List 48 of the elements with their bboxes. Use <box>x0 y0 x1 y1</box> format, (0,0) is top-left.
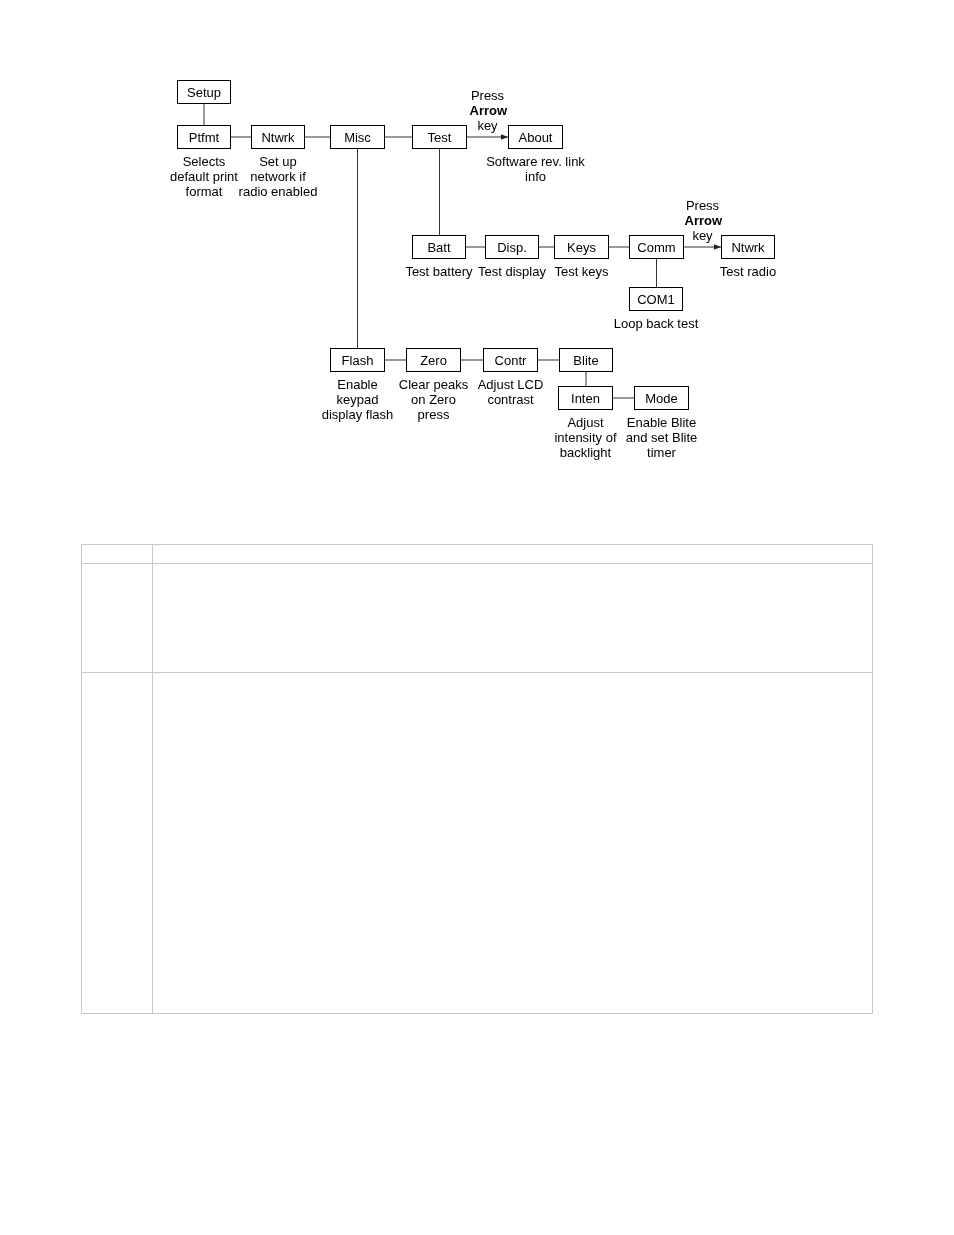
menu-description: Software rev. link info <box>485 154 586 184</box>
arrow <box>683 244 722 250</box>
menu-description: Set up network if radio enabled <box>238 154 318 199</box>
menu-box: Inten <box>558 386 613 410</box>
connector-line <box>608 246 630 248</box>
menu-description: Adjust intensity of backlight <box>553 415 618 460</box>
menu-box: COM1 <box>629 287 683 311</box>
edge-label: Press Arrow key <box>682 198 723 243</box>
menu-box: Test <box>412 125 467 149</box>
menu-description: Adjust LCD contrast <box>476 377 545 407</box>
menu-description: Clear peaks on Zero press <box>397 377 470 422</box>
menu-box: Mode <box>634 386 689 410</box>
menu-description: Enable Blite and set Blite timer <box>624 415 699 460</box>
menu-description: Loop back test <box>612 316 700 331</box>
connector-line <box>230 136 252 138</box>
menu-description: Enable keypad display flash <box>320 377 395 422</box>
connector-line <box>538 246 555 248</box>
menu-box: Ptfmt <box>177 125 231 149</box>
menu-description: Test display <box>477 264 547 279</box>
arrow <box>466 134 509 140</box>
connector-line <box>439 148 440 236</box>
connector-line <box>384 359 407 361</box>
menu-box: Batt <box>412 235 466 259</box>
connector-line <box>585 371 587 387</box>
connector-line <box>357 148 358 349</box>
menu-description: Test battery <box>404 264 474 279</box>
connector-line <box>656 258 657 288</box>
connector-line <box>612 397 635 399</box>
menu-box: Ntwrk <box>251 125 305 149</box>
menu-box: Comm <box>629 235 684 259</box>
menu-box: Disp. <box>485 235 539 259</box>
menu-box: Setup <box>177 80 231 104</box>
edge-label: Press Arrow key <box>467 88 508 133</box>
connector-line <box>203 103 205 126</box>
connector-line <box>537 359 560 361</box>
menu-box: Flash <box>330 348 385 372</box>
menu-description: Test radio <box>718 264 778 279</box>
menu-box: Contr <box>483 348 538 372</box>
connector-line <box>304 136 331 138</box>
menu-box: Keys <box>554 235 609 259</box>
connector-line <box>460 359 484 361</box>
connector-line <box>384 136 413 138</box>
menu-box: Blite <box>559 348 613 372</box>
menu-box: About <box>508 125 563 149</box>
menu-box: Zero <box>406 348 461 372</box>
menu-box: Misc <box>330 125 385 149</box>
menu-box: Ntwrk <box>721 235 775 259</box>
connector-line <box>465 246 486 248</box>
